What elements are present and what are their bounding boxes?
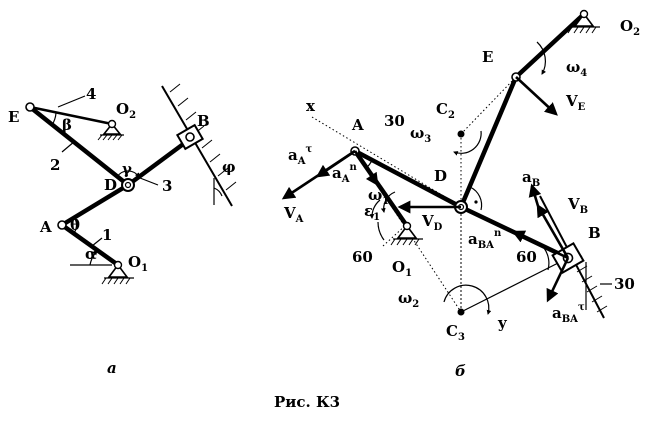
label-alpha: α [85, 245, 97, 263]
label-e-b: E [482, 48, 493, 66]
panel-a-title: а [107, 359, 117, 377]
label-omega2: ω2 [398, 289, 419, 310]
link-A-D [59, 182, 131, 228]
line-c3-b [460, 257, 569, 313]
label-aat: aAτ [288, 144, 313, 167]
vector-vb [536, 203, 570, 259]
label-a-b: A [351, 116, 364, 134]
angle-60-right-arc [543, 247, 550, 271]
omega3-arc [453, 130, 482, 156]
vector-ab [528, 183, 542, 207]
label-link-4: 4 [86, 85, 96, 103]
epsilon1-arc [369, 199, 381, 219]
support-o1-b [390, 221, 423, 246]
joint-d-inner [124, 181, 132, 189]
slider-b [175, 123, 205, 151]
label-epsilon1: ε1 [364, 202, 380, 223]
point-c2 [457, 130, 465, 138]
label-b-b: B [588, 224, 601, 242]
label-c3: C3 [446, 322, 465, 343]
gamma-arc [116, 170, 140, 178]
label-link-2: 2 [50, 156, 60, 174]
label-30-wall: 30 [614, 275, 635, 293]
label-theta: θ [70, 216, 80, 234]
panel-b: O2 E ω4 VE C2 x A 30 ω3 aAτ aAn D ω1 ε1 … [281, 9, 640, 380]
vector-ve [515, 76, 558, 116]
label-a-a: A [39, 218, 52, 236]
label-o2-b: O2 [620, 17, 640, 38]
label-phi: φ [222, 158, 236, 176]
angle-30-arc [365, 159, 373, 169]
label-o1-b: O1 [392, 258, 412, 279]
axis-x-line [311, 116, 463, 208]
label-y-axis: y [497, 314, 508, 332]
joint-e [25, 102, 35, 112]
label-d-b: D [434, 167, 447, 185]
line-o1-ext [382, 223, 408, 247]
label-30-top: 30 [384, 112, 405, 130]
link-4-tick [57, 95, 86, 108]
joint-a [57, 220, 67, 230]
label-ve: VE [565, 92, 586, 113]
label-aan: aAn [332, 162, 358, 185]
support-o2-a [97, 119, 124, 141]
panel-a: E 4 O2 β 2 γ D 3 B φ A θ 1 α O1 а [8, 83, 237, 377]
rod-e-o2 [513, 11, 587, 80]
label-aban: aBAn [468, 228, 502, 251]
label-vd: VD [421, 212, 443, 233]
angle-d-arc [469, 186, 483, 211]
point-c3 [457, 308, 465, 316]
link-3-tick [139, 177, 159, 186]
vector-abat [546, 257, 570, 303]
rod-d-e [458, 74, 519, 210]
label-abat: aBAτ [552, 302, 585, 325]
omega4-arc [536, 41, 546, 75]
support-o1-a [101, 260, 134, 285]
label-omega4: ω4 [566, 58, 587, 79]
phi-arc [213, 187, 223, 197]
label-60-left: 60 [352, 248, 373, 266]
link-2 [27, 104, 131, 188]
link-1 [59, 222, 121, 268]
label-ab: aB [522, 168, 540, 189]
label-o2-a: O2 [116, 100, 136, 121]
vector-aban [511, 230, 569, 260]
label-beta: β [62, 116, 72, 134]
omega2-arc [443, 284, 492, 315]
angle-60-left-arc [377, 221, 385, 241]
omega1-arc [380, 191, 396, 213]
label-vb: VB [567, 195, 588, 216]
label-d-a: D [104, 176, 117, 194]
vector-aat [315, 149, 356, 178]
right-angle-dot [474, 200, 478, 204]
support-o2-b [567, 9, 600, 34]
link-1-tick [91, 237, 103, 247]
wall-b-line [161, 85, 233, 207]
label-va: VA [283, 204, 304, 225]
label-60-right: 60 [516, 248, 537, 266]
label-c2: C2 [436, 100, 455, 121]
label-gamma: γ [122, 160, 132, 178]
label-omega1: ω1 [368, 186, 389, 207]
label-link-3: 3 [162, 177, 172, 195]
rod-a-d [352, 148, 464, 210]
link-4 [29, 105, 113, 126]
label-omega3: ω3 [410, 124, 431, 145]
label-e-a: E [8, 108, 19, 126]
label-x-axis: x [306, 97, 316, 115]
label-b-a: B [197, 112, 210, 130]
link-3-left [125, 139, 189, 188]
link-2-tick [61, 140, 76, 153]
line-c2-e [460, 76, 517, 135]
alpha-arc [89, 250, 98, 266]
label-link-1: 1 [102, 226, 112, 244]
panel-b-title: б [455, 362, 466, 380]
label-o1-a: O1 [128, 253, 148, 274]
figure-caption: Рис. К3 [274, 393, 340, 411]
beta-arc [51, 112, 57, 126]
theta-arc [73, 216, 78, 234]
